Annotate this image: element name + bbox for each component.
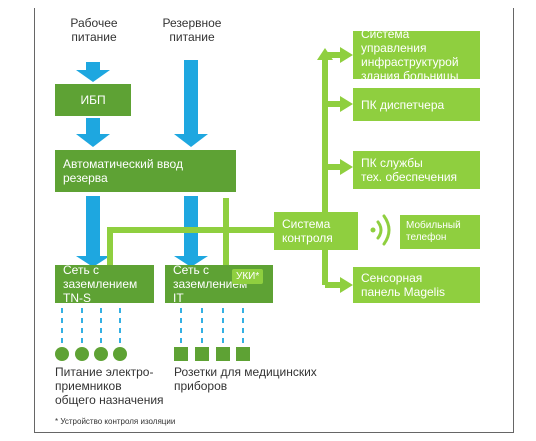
magelis-panel-box: Сенсорная панель Magelis	[353, 267, 480, 303]
medical-outlets-label: Розетки для медицинских приборов	[174, 365, 317, 393]
uki-badge: УКИ*	[232, 269, 264, 284]
medical-outlet-3	[216, 347, 230, 361]
ups-box: ИБП	[55, 84, 131, 116]
tech-service-pc-box: ПК службы тех. обеспечения	[353, 151, 480, 189]
frame	[34, 8, 514, 433]
bms-box: Система управления инфраструктурой здани…	[353, 27, 480, 83]
control-system-box: Система контроля	[274, 212, 358, 250]
it-network-box: Сеть с заземлением IT	[165, 263, 273, 305]
general-load-dot-4	[113, 347, 127, 361]
backup-power-label: Резервное питание	[162, 16, 222, 44]
general-loads-label: Питание электро- приемников общего назна…	[55, 365, 164, 407]
medical-outlet-2	[195, 347, 209, 361]
ats-box: Автоматический ввод резерва	[55, 150, 236, 192]
general-load-dot-1	[55, 347, 69, 361]
medical-outlet-1	[174, 347, 188, 361]
branch-arrowheads	[317, 47, 353, 293]
it-network-label: Сеть с заземлением IT	[173, 263, 248, 305]
medical-outlet-4	[236, 347, 250, 361]
general-load-dot-3	[94, 347, 108, 361]
mobile-phone-box: Мобильный телефон	[400, 215, 480, 249]
general-load-dot-2	[75, 347, 89, 361]
dashed-drops	[61, 308, 244, 348]
main-power-label: Рабочее питание	[70, 16, 118, 44]
dispatcher-pc-box: ПК диспетчера	[353, 88, 480, 121]
tns-network-box: Сеть с заземлением TN-S	[55, 263, 154, 305]
footnote: * Устройство контроля изоляции	[55, 417, 176, 426]
power-arrows	[76, 60, 208, 267]
wireless-signal-icon	[370, 214, 391, 246]
